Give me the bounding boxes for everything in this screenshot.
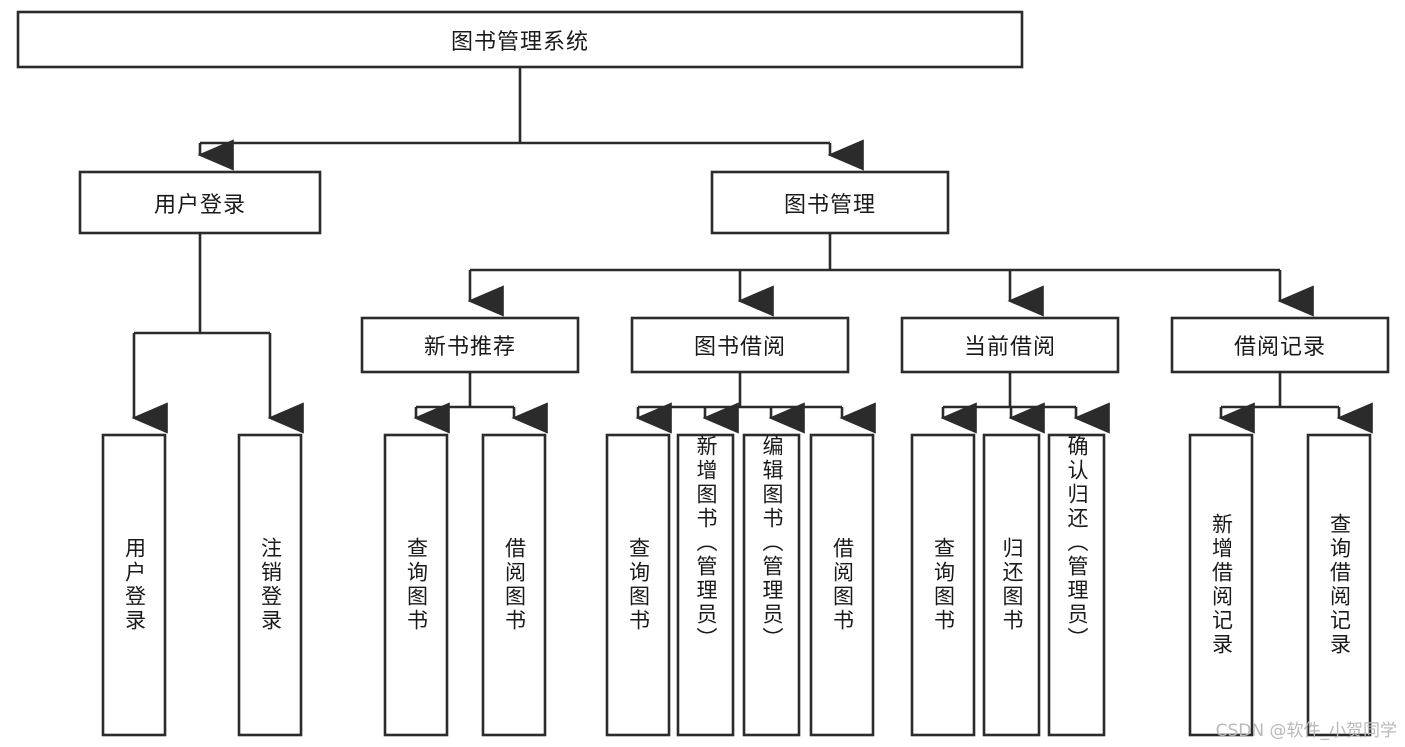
leaf-box-current-borrow-1[interactable] (982, 433, 1041, 737)
connector-book-borrow-to-leaves (635, 372, 876, 434)
connector-book-manage-to-level3 (467, 233, 1314, 317)
connector-current-borrow-to-leaves (940, 372, 1110, 434)
node-book-borrow[interactable] (630, 316, 850, 374)
node-book-manage[interactable] (710, 170, 950, 235)
connector-new-book-to-leaves (413, 372, 548, 434)
node-new-book-recommend[interactable] (360, 316, 580, 374)
node-current-borrow[interactable] (900, 316, 1120, 374)
leaf-box-book-borrow-1[interactable] (676, 433, 735, 737)
leaf-box-borrow-record-1[interactable] (1306, 433, 1372, 737)
leaf-box-new-book-1[interactable] (481, 433, 547, 737)
leaf-box-user-login-1[interactable] (237, 433, 303, 737)
leaf-box-book-borrow-3[interactable] (809, 433, 875, 737)
leaf-box-current-borrow-2[interactable] (1047, 433, 1106, 737)
node-borrow-record[interactable] (1170, 316, 1390, 374)
leaf-box-new-book-0[interactable] (383, 433, 449, 737)
leaf-box-book-borrow-0[interactable] (605, 433, 671, 737)
node-root-system[interactable] (16, 10, 1024, 69)
leaf-box-book-borrow-2[interactable] (742, 433, 801, 737)
leaf-box-current-borrow-0[interactable] (910, 433, 976, 737)
connector-borrow-record-to-leaves (1218, 372, 1373, 434)
leaf-box-borrow-record-0[interactable] (1188, 433, 1254, 737)
node-user-login[interactable] (78, 170, 322, 235)
leaf-box-user-login-0[interactable] (101, 433, 167, 737)
connector-root-to-level2 (197, 67, 864, 171)
connector-user-login-to-leaves (131, 233, 304, 434)
